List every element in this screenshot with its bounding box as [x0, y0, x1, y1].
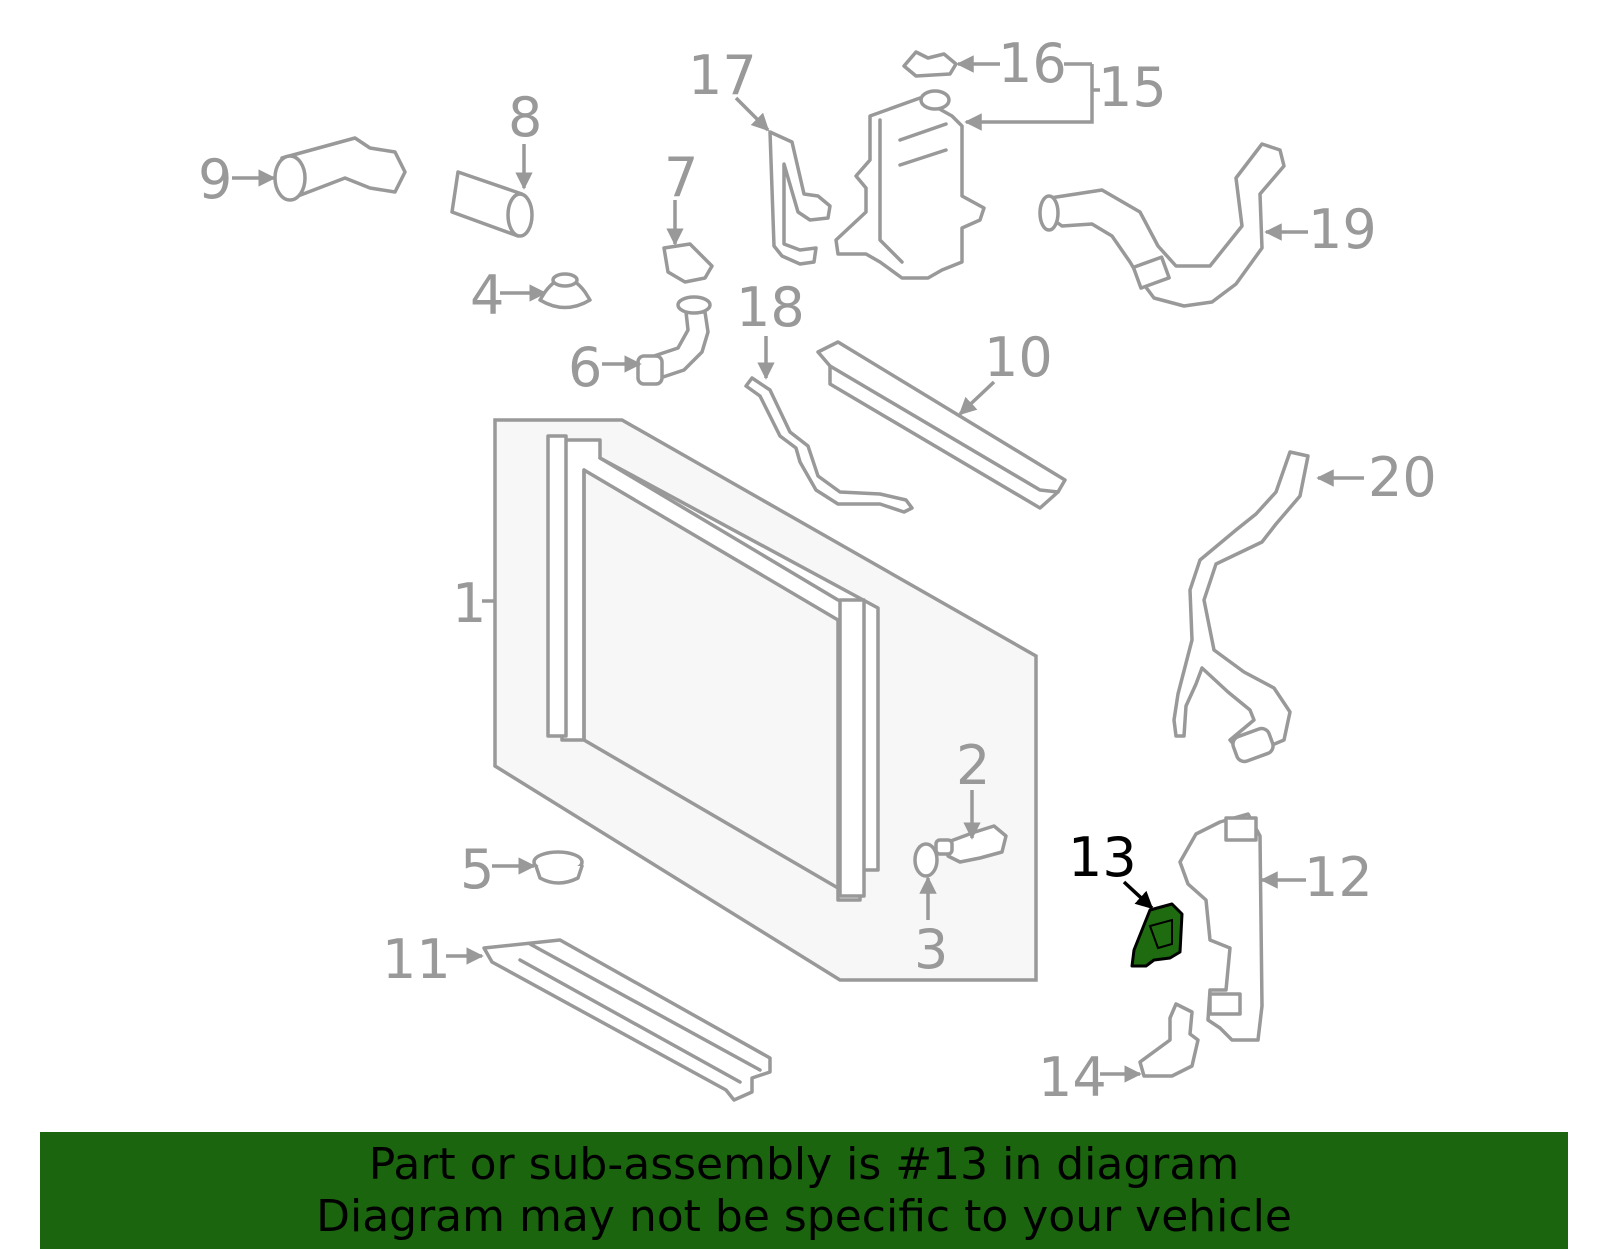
leader-10	[958, 380, 996, 416]
lower-hose-part[interactable]	[1172, 450, 1310, 764]
callout-5: 5	[460, 838, 494, 901]
callout-10: 10	[984, 326, 1053, 389]
callout-12: 12	[1304, 846, 1373, 909]
coolant-reservoir-part[interactable]	[834, 89, 986, 280]
leader-17	[734, 96, 770, 132]
callout-17: 17	[688, 44, 757, 107]
bypass-hose-part[interactable]	[744, 376, 914, 514]
callout-14: 14	[1038, 1046, 1107, 1109]
banner-line-2: Diagram may not be specific to your vehi…	[316, 1190, 1292, 1242]
banner-line-1: Part or sub-assembly is #13 in diagram	[368, 1138, 1240, 1190]
radiator-assembly[interactable]	[493, 418, 1038, 982]
lower-support-part[interactable]	[482, 938, 772, 1102]
highlighted-clip-part[interactable]	[1130, 902, 1184, 968]
lower-mount-part[interactable]	[532, 850, 584, 885]
callout-2: 2	[956, 734, 990, 797]
callout-18: 18	[736, 276, 805, 339]
o-ring-part[interactable]	[913, 842, 939, 878]
leader-13	[1122, 880, 1154, 910]
callout-8: 8	[508, 86, 542, 149]
radiator-cap-part[interactable]	[662, 242, 714, 284]
filler-neck-part[interactable]	[636, 295, 712, 386]
callout-9: 9	[198, 148, 232, 211]
leader-15	[964, 64, 1094, 131]
callout-4: 4	[470, 264, 504, 327]
small-bracket-part[interactable]	[1138, 1002, 1200, 1078]
hose-sleeve-part[interactable]	[450, 170, 534, 238]
reservoir-bracket-part[interactable]	[1178, 812, 1264, 1042]
callout-19: 19	[1308, 198, 1377, 261]
overflow-hose-part[interactable]	[768, 130, 832, 266]
callout-20: 20	[1368, 446, 1437, 509]
callout-11: 11	[382, 928, 451, 991]
elbow-hose-part[interactable]	[273, 136, 407, 202]
callout-13: 13	[1068, 826, 1137, 889]
callout-16: 16	[998, 32, 1067, 95]
upper-support-part[interactable]	[816, 340, 1067, 510]
callout-6: 6	[568, 336, 602, 399]
upper-hose-part[interactable]	[1038, 142, 1286, 308]
drain-cock-part[interactable]	[934, 824, 1008, 864]
callout-3: 3	[914, 918, 948, 981]
callout-1: 1	[452, 572, 486, 635]
callout-7: 7	[664, 146, 698, 209]
info-banner: Part or sub-assembly is #13 in diagram D…	[40, 1132, 1568, 1249]
callout-15: 15	[1098, 56, 1167, 119]
upper-mount-part[interactable]	[538, 272, 592, 310]
reservoir-cap-part[interactable]	[902, 50, 958, 78]
